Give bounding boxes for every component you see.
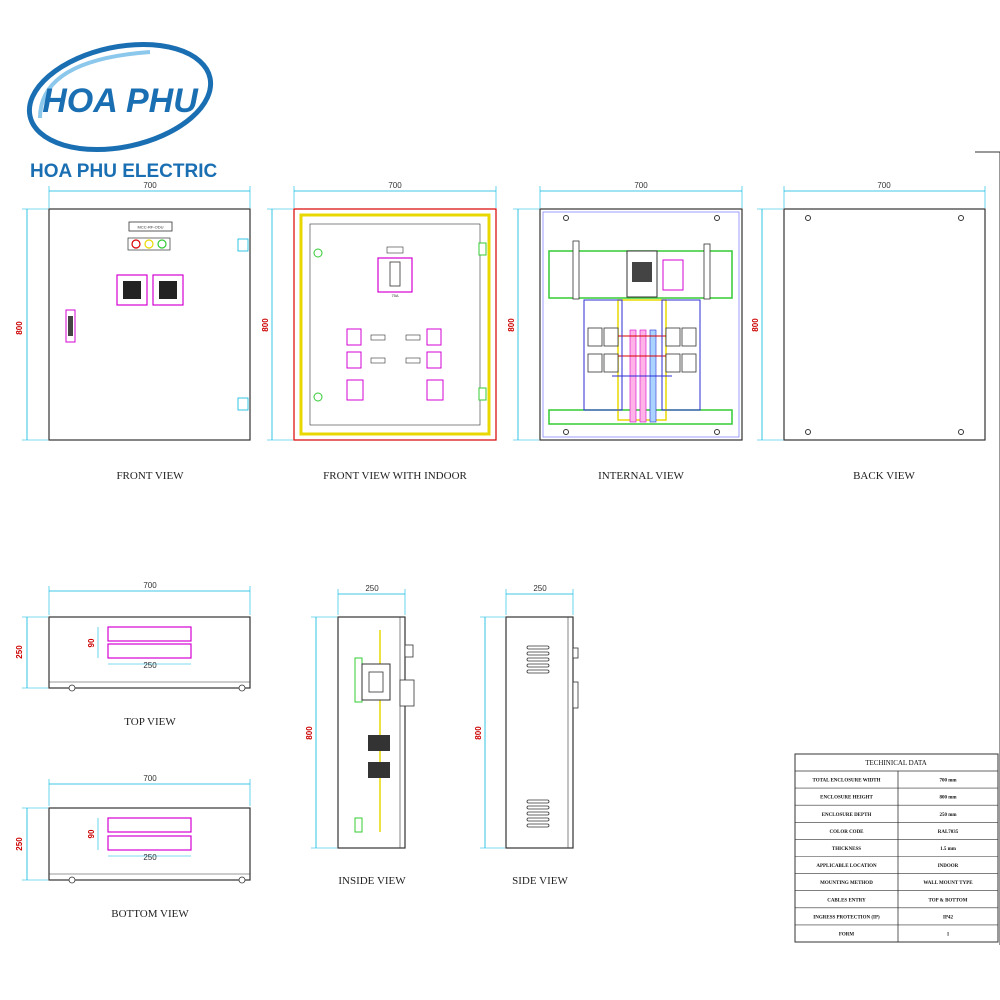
internal-view-label: INTERNAL VIEW — [598, 470, 684, 482]
side-view-label: SIDE VIEW — [512, 875, 568, 887]
top-width-dim: 700 — [143, 581, 157, 590]
table-row-key: TOTAL ENCLOSURE WIDTH — [812, 779, 880, 784]
table-row-key: ENCLOSURE HEIGHT — [820, 796, 873, 801]
table-row-value: 1 — [947, 932, 950, 937]
internal-view: 700 800 — [507, 181, 743, 482]
table-row-value: INDOOR — [938, 864, 959, 869]
inside-height-dim: 800 — [305, 726, 314, 740]
table-row-key: CABLES ENTRY — [827, 898, 866, 903]
front-width-dim: 700 — [143, 181, 157, 190]
bottom-slot-h-dim: 90 — [87, 829, 96, 838]
table-row-key: APPLICABLE LOCATION — [816, 864, 877, 869]
table-row-value: IP42 — [943, 915, 954, 920]
table-row-key: MOUNTING METHOD — [820, 881, 873, 886]
table-row-key: COLOR CODE — [829, 830, 864, 835]
bottom-depth-dim: 250 — [15, 837, 24, 851]
back-view-label: BACK VIEW — [853, 470, 915, 482]
internal-width-dim: 700 — [634, 181, 648, 190]
table-row-value: 700 mm — [939, 779, 957, 784]
table-row-value: WALL MOUNT TYPE — [923, 881, 973, 886]
side-depth-dim: 250 — [533, 584, 547, 593]
inside-depth-dim: 250 — [365, 584, 379, 593]
indoor-height-dim: 800 — [261, 318, 270, 332]
front-view: 700 800 MCC-RF-ODU FRONT VIEW — [15, 181, 251, 482]
table-row-value: 1.5 mm — [940, 847, 957, 852]
table-row-key: THICKNESS — [832, 847, 861, 852]
side-view: 250 800 SIDE VIEW — [474, 584, 579, 887]
top-slot-w-dim: 250 — [143, 661, 157, 670]
bottom-view: 700 250 90 250 BOTTOM VIEW — [15, 774, 251, 920]
inside-view: 250 800 INSIDE VIEW — [305, 584, 415, 887]
indoor-view-label: FRONT VIEW WITH INDOOR — [323, 470, 467, 482]
table-row-key: INGRESS PROTECTION (IP) — [813, 915, 880, 920]
back-view: 700 800 BACK VIEW — [751, 181, 986, 482]
table-row-value: 250 mm — [939, 813, 957, 818]
top-slot-h-dim: 90 — [87, 638, 96, 647]
back-height-dim: 800 — [751, 318, 760, 332]
side-height-dim: 800 — [474, 726, 483, 740]
table-row-key: FORM — [839, 932, 855, 937]
table-row-key: ENCLOSURE DEPTH — [822, 813, 872, 818]
table-row-value: 800 mm — [939, 796, 957, 801]
technical-data-table: TECHINICAL DATA TOTAL ENCLOSURE WIDTH 700… — [794, 753, 999, 943]
table-row-value: TOP & BOTTOM — [929, 898, 968, 903]
logo-text: HOA PHU — [42, 82, 199, 120]
front-nameplate: MCC-RF-ODU — [138, 225, 164, 230]
top-view-label: TOP VIEW — [124, 716, 176, 728]
indoor-width-dim: 700 — [388, 181, 402, 190]
main-breaker-tag: 75A — [391, 293, 398, 298]
technical-table-title: TECHINICAL DATA — [865, 759, 927, 767]
bottom-width-dim: 700 — [143, 774, 157, 783]
bottom-view-label: BOTTOM VIEW — [111, 908, 189, 920]
top-view: 700 250 90 250 TOP VIEW — [15, 581, 251, 728]
inside-view-label: INSIDE VIEW — [338, 875, 406, 887]
company-name: HOA PHU ELECTRIC — [30, 161, 217, 182]
front-indoor-view: 700 800 75A FRONT VIEW WITH INDOOR — [261, 181, 497, 482]
bottom-slot-w-dim: 250 — [143, 853, 157, 862]
front-height-dim: 800 — [15, 321, 24, 335]
top-depth-dim: 250 — [15, 645, 24, 659]
internal-height-dim: 800 — [507, 318, 516, 332]
table-row-value: RAL7035 — [938, 830, 959, 835]
company-logo: HOA PHU — [26, 41, 214, 153]
back-width-dim: 700 — [877, 181, 891, 190]
front-view-label: FRONT VIEW — [116, 470, 184, 482]
